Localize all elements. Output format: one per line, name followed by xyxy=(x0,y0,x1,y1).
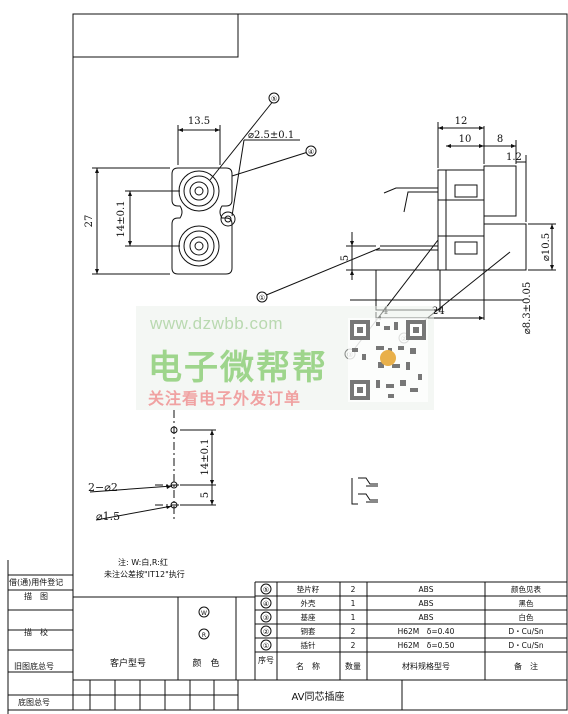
bom-table-grid xyxy=(254,581,567,680)
bom-cell-no: ⑤ xyxy=(263,586,269,594)
dim-hole-5: 5 xyxy=(200,492,211,498)
bom-cell-spec: ABS xyxy=(419,599,434,608)
label-old-no: 旧图底总号 xyxy=(14,661,54,671)
dim-dia8-3: ⌀8.3±0.05 xyxy=(522,282,533,335)
balloon-4: ④ xyxy=(308,148,314,156)
dim-hole-pitch: 14±0.1 xyxy=(200,438,211,475)
dim-h5: 5 xyxy=(340,255,351,261)
dim-w8: 8 xyxy=(497,134,503,145)
bom-cell-name: 铜套 xyxy=(301,626,316,636)
product-name: AV同芯插座 xyxy=(291,690,344,703)
bom-header-remark: 备 注 xyxy=(514,661,538,671)
qr-code-icon xyxy=(348,318,428,402)
bom-cell-remark: D・Cu/Sn xyxy=(508,641,544,650)
bom-cell-remark: 黑色 xyxy=(519,598,534,608)
note-color: 注: W:白,R:红 xyxy=(118,557,168,567)
bom-cell-remark: 白色 xyxy=(519,612,534,622)
dim-pitch: 14±0.1 xyxy=(116,200,127,237)
dim-hole-1-5: ⌀1.5 xyxy=(96,510,120,523)
front-view xyxy=(92,99,309,275)
dim-w12: 12 xyxy=(455,116,468,127)
watermark-slogan: 关注看电子外发订单 xyxy=(148,389,302,408)
bom-header-name: 名 称 xyxy=(296,661,320,671)
label-check: 描 校 xyxy=(24,627,48,637)
bom-cell-qty: 2 xyxy=(351,627,356,636)
dim-height: 27 xyxy=(84,215,95,228)
bom-cell-name: 插针 xyxy=(301,640,316,650)
watermark-domain: www.dzwbb.com xyxy=(150,314,284,333)
schematic-symbol xyxy=(351,477,378,505)
bom-cell-spec: H62M δ=0.50 xyxy=(398,641,455,650)
bom-cell-name: 基座 xyxy=(301,612,316,622)
bom-cell-spec: ABS xyxy=(419,613,434,622)
dim-dia10-5: ⌀10.5 xyxy=(541,233,552,261)
bom-cell-qty: 1 xyxy=(351,599,356,608)
dim-holes-2: 2−⌀2 xyxy=(88,481,118,494)
label-reg: 借(通)用件登记 xyxy=(9,577,63,587)
mark-r: R xyxy=(202,632,206,639)
bom-cell-remark: D・Cu/Sn xyxy=(508,627,544,636)
label-base-no: 底图总号 xyxy=(18,697,50,707)
dim-w24: 24 xyxy=(432,306,445,317)
note-tolerance: 未注公差按"IT12"执行 xyxy=(104,569,185,579)
bom-cell-no: ④ xyxy=(263,600,269,608)
bom-cell-no: ③ xyxy=(263,614,269,622)
bom-cell-name: 垫片籽 xyxy=(297,584,320,594)
mark-w: W xyxy=(201,610,207,617)
label-customer-model: 客户型号 xyxy=(110,657,146,669)
bom-cell-spec: ABS xyxy=(419,585,434,594)
bom-cell-qty: 2 xyxy=(351,641,356,650)
bom-cell-remark: 颜色见表 xyxy=(511,584,541,594)
bom-header-qty: 数量 xyxy=(345,661,361,671)
bom-header-seq: 序号 xyxy=(258,655,274,665)
bom-header-spec: 材料规格型号 xyxy=(402,661,450,671)
label-draw: 描 图 xyxy=(24,591,48,601)
bom-cell-no: ① xyxy=(263,642,269,650)
label-color: 颜 色 xyxy=(192,657,219,669)
bom-cell-spec: H62M δ=0.40 xyxy=(398,627,455,636)
bom-cell-no: ② xyxy=(263,628,269,636)
watermark-name: 电子微帮帮 xyxy=(148,348,328,388)
title-block-grid xyxy=(73,596,567,710)
bom-cell-name: 外壳 xyxy=(301,598,316,608)
hole-layout xyxy=(89,410,216,521)
side-view xyxy=(263,122,556,353)
dim-w10: 10 xyxy=(459,134,472,145)
dim-pin-dia: ⌀2.5±0.1 xyxy=(248,130,294,141)
bom-cell-qty: 2 xyxy=(351,585,356,594)
balloon-1: ① xyxy=(259,294,265,302)
dim-w1-2: 1.2 xyxy=(506,152,522,163)
dim-width: 13.5 xyxy=(188,116,210,127)
bom-cell-qty: 1 xyxy=(351,613,356,622)
balloon-5: ⑤ xyxy=(271,95,277,103)
